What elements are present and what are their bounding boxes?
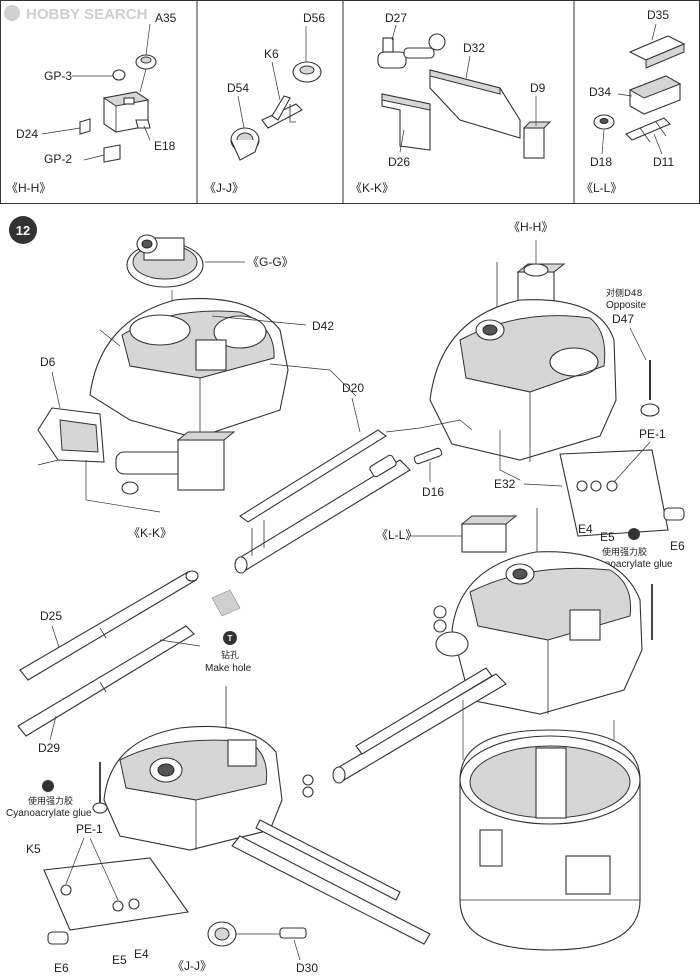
watermark-logo-icon: [4, 5, 20, 21]
part-label-d56: D56: [303, 11, 325, 25]
part-label-gp2: GP-2: [44, 152, 72, 166]
panel-ll: D35 D34 D18 D11 《L-L》: [581, 8, 686, 195]
top-panels: A35 GP-3 D24 E18 GP-2 《H-H》: [0, 0, 700, 204]
callout-gg: 《G-G》: [247, 255, 294, 269]
part-label-k6: K6: [264, 47, 279, 61]
gun-mount-drawing: [377, 24, 552, 159]
step-circle-icon: [9, 216, 37, 244]
arrow-hatch-icon: [211, 589, 241, 617]
part-label-d18: D18: [590, 155, 612, 169]
panel-hh: A35 GP-3 D24 E18 GP-2 《H-H》: [6, 11, 177, 195]
note-opposite-cn: 对侧D48: [606, 287, 643, 299]
part-label-d25: D25: [40, 609, 62, 623]
part-label-d42: D42: [312, 319, 334, 333]
part-label-d26: D26: [388, 155, 410, 169]
barrels-d25-d29: D25 D29 T 钻孔 Make hole: [17, 570, 252, 755]
connector-lines: [99, 329, 521, 481]
part-label-a35: A35: [155, 11, 177, 25]
note-glue-cn-bottom: 使用强力胶: [28, 795, 73, 807]
part-label-d32: D32: [463, 41, 485, 55]
part-label-e4-bottom: E4: [134, 947, 149, 961]
panel-kk: D27 D32 D9 D26 《K-K》: [350, 11, 552, 195]
callout-kk: 《K-K》: [128, 526, 172, 540]
watermark-text: HOBBY SEARCH: [26, 6, 147, 23]
part-label-e32: E32: [494, 477, 516, 491]
periscope-assembly-drawing: [41, 23, 157, 163]
turret-lower-right: 《L-L》: [332, 508, 653, 951]
part-label-d16: D16: [422, 485, 444, 499]
part-label-d54: D54: [227, 81, 249, 95]
glue-icon: [42, 780, 54, 792]
svg-text:T: T: [228, 634, 233, 643]
part-label-d34: D34: [589, 85, 611, 99]
part-label-e5-bottom: E5: [112, 953, 127, 967]
panel-caption-hh: 《H-H》: [6, 181, 51, 195]
turret-lower-left: 使用强力胶 Cyanoacrylate glue PE-1 K5 E6 E5 E…: [6, 686, 431, 975]
part-label-d30: D30: [296, 961, 318, 975]
part-label-d35: D35: [647, 8, 669, 22]
part-label-d11: D11: [653, 155, 674, 169]
glue-icon: [628, 528, 640, 540]
part-label-d47: D47: [612, 312, 634, 326]
panel-jj: D56 K6 D54 《J-J》: [204, 11, 325, 195]
hatch-assembly-drawing: [230, 26, 322, 161]
part-label-e6-bottom: E6: [54, 961, 69, 975]
callout-jj: 《J-J》: [172, 959, 212, 973]
barrel-d20: D20: [234, 381, 461, 574]
part-label-k5: K5: [26, 842, 41, 856]
part-label-e6-top: E6: [670, 539, 685, 553]
part-label-gp3: GP-3: [44, 69, 72, 83]
note-glue-cn-top: 使用强力胶: [602, 546, 647, 558]
part-label-e4-top: E4: [578, 522, 593, 536]
part-label-d6: D6: [40, 355, 56, 369]
sight-assembly-drawing: [593, 23, 686, 155]
part-label-e5-top: E5: [600, 530, 615, 544]
step-number: 12: [16, 223, 30, 238]
note-drill-cn: 钻孔: [221, 649, 239, 661]
part-label-d9: D9: [530, 81, 546, 95]
panel-caption-kk: 《K-K》: [350, 181, 394, 195]
turret-upper-right: 《H-H》 对侧D48 Opposite D47 E32 PE-1 E4 E5: [413, 220, 685, 570]
part-label-e18: E18: [154, 139, 176, 153]
panel-caption-ll: 《L-L》: [581, 181, 622, 195]
part-label-pe1-bottom: PE-1: [76, 822, 103, 836]
part-label-d24: D24: [16, 127, 38, 141]
part-label-d20: D20: [342, 381, 364, 395]
panel-caption-jj: 《J-J》: [204, 181, 244, 195]
part-label-d29: D29: [38, 741, 60, 755]
note-drill-en: Make hole: [205, 663, 252, 674]
part-label-pe1-top: PE-1: [639, 427, 666, 441]
note-glue-en-top: Cyanoacrylate glue: [587, 559, 673, 570]
step-badge: 12: [9, 216, 37, 244]
callout-hh-main: 《H-H》: [508, 220, 553, 234]
callout-ll: 《L-L》: [376, 528, 417, 542]
note-glue-en-bottom: Cyanoacrylate glue: [6, 808, 92, 819]
note-opposite-en: Opposite: [606, 300, 646, 311]
drill-icon: [223, 631, 237, 645]
turret-upper-left: 《G-G》 D42 D6 《K-K》: [37, 234, 334, 540]
part-label-d27: D27: [385, 11, 407, 25]
watermark: HOBBY SEARCH: [4, 5, 147, 23]
